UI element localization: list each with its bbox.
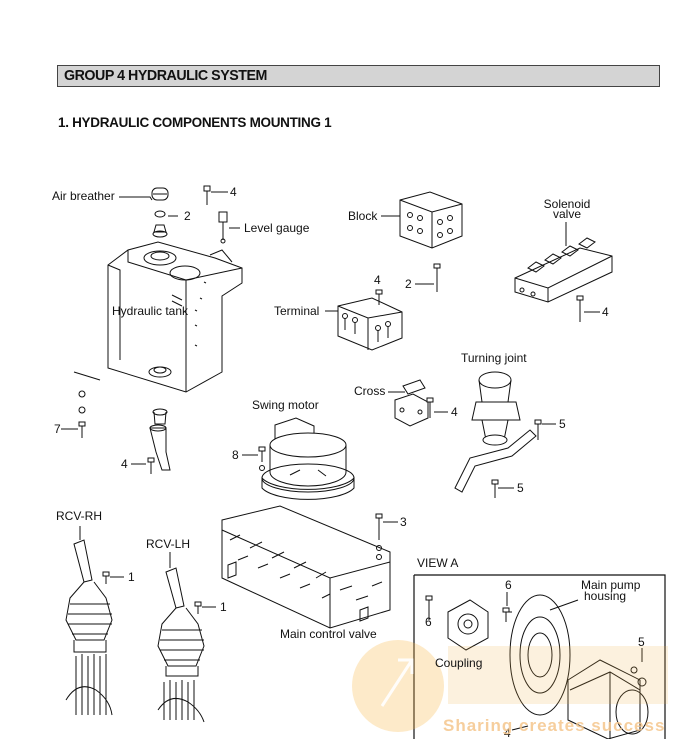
callout-4-terminal: 4 [374, 273, 381, 287]
label-main-pump-housing-line1: Main pump [581, 578, 641, 592]
label-main-pump-housing-line2: housing [584, 589, 627, 603]
callout-4-solenoid: 4 [602, 305, 609, 319]
label-solenoid-valve-line2: valve [552, 207, 581, 221]
label-solenoid-valve-line1: Solenoid [543, 197, 591, 211]
callout-6-a: 6 [505, 578, 512, 592]
callout-7: 7 [54, 422, 61, 436]
solenoid-valve-drawing [514, 237, 613, 322]
callout-5-turning-joint-a: 5 [559, 417, 566, 431]
terminal-drawing [337, 289, 403, 351]
label-main-control-valve: Main control valve [280, 627, 377, 641]
label-coupling: Coupling [435, 656, 483, 670]
section-title: 1. HYDRAULIC COMPONENTS MOUNTING 1 [58, 115, 332, 130]
label-hydraulic-tank: Hydraulic tank [112, 304, 189, 318]
swing-motor-drawing [258, 417, 355, 500]
label-rcv-rh: RCV-RH [56, 509, 103, 523]
callout-1-rcv-rh: 1 [128, 570, 135, 584]
callout-2-block: 2 [405, 277, 412, 291]
label-turning-joint: Turning joint [461, 351, 527, 365]
label-terminal: Terminal [274, 304, 320, 318]
label-cross: Cross [354, 384, 386, 398]
callout-4-cross: 4 [451, 405, 458, 419]
label-view-a: VIEW A [417, 556, 459, 570]
group-title: GROUP 4 HYDRAULIC SYSTEM [64, 67, 267, 84]
watermark-text: Sharing creates success [443, 716, 666, 735]
label-rcv-lh: RCV-LH [146, 537, 191, 551]
label-air-breather: Air breather [52, 189, 115, 203]
callout-6-b: 6 [425, 615, 432, 629]
rcv-lh-drawing [157, 567, 205, 723]
callout-3: 3 [400, 515, 407, 529]
callout-5-view: 5 [638, 635, 645, 649]
callout-4-tank-top: 4 [230, 185, 237, 199]
hydraulic-tank-drawing [73, 185, 243, 474]
callout-5-turning-joint-b: 5 [517, 481, 524, 495]
main-control-valve-drawing [221, 505, 391, 629]
label-level-gauge: Level gauge [244, 221, 310, 235]
callout-1-rcv-lh: 1 [220, 600, 227, 614]
cross-drawing [394, 379, 434, 427]
turning-joint-drawing [454, 371, 542, 498]
rcv-rh-drawing [65, 539, 113, 716]
callout-2-tank: 2 [184, 209, 191, 223]
callout-4-view: 4 [504, 726, 511, 740]
watermark-logo [352, 640, 668, 732]
view-a-drawing [425, 594, 649, 739]
block-drawing [399, 191, 463, 292]
label-block: Block [348, 209, 378, 223]
label-swing-motor: Swing motor [252, 398, 319, 412]
callout-8: 8 [232, 448, 239, 462]
callout-4-tank-bottom: 4 [121, 457, 128, 471]
group-header: GROUP 4 HYDRAULIC SYSTEM [57, 65, 660, 87]
